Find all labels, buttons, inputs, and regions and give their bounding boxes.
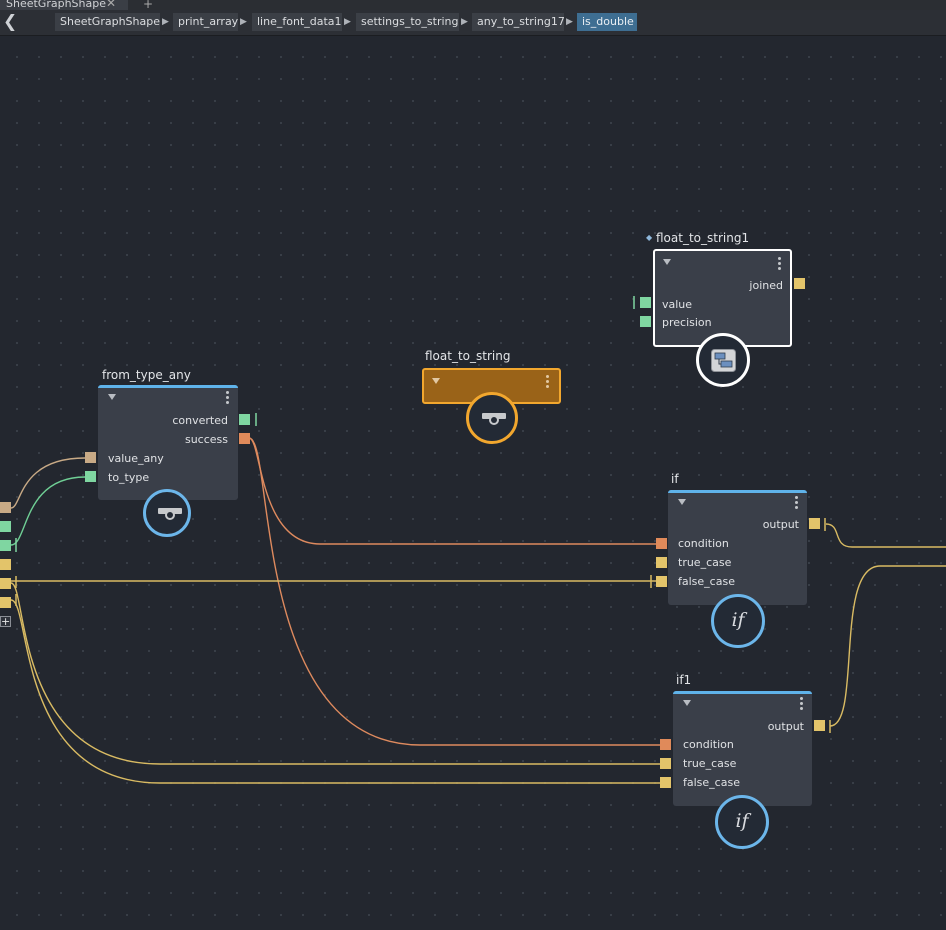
output-label-converted: converted bbox=[172, 414, 228, 427]
output-port-converted[interactable] bbox=[239, 414, 250, 425]
node-title-from-type-any[interactable]: from_type_any bbox=[102, 368, 191, 382]
input-port-true-case[interactable] bbox=[660, 758, 671, 769]
close-icon[interactable]: ✕ bbox=[106, 0, 117, 10]
wire-value-any bbox=[10, 457, 86, 509]
output-label-output: output bbox=[767, 720, 804, 733]
breadcrumb-print-array[interactable]: print_array bbox=[173, 13, 238, 31]
node-if1[interactable]: output condition true_case false_case bbox=[673, 691, 812, 806]
wire-to-type bbox=[10, 476, 86, 546]
wire-to-if1-true-case bbox=[10, 582, 660, 765]
node-icon-circle: if bbox=[715, 795, 769, 849]
input-label-condition: condition bbox=[683, 738, 734, 751]
chevron-right-icon: ▶ bbox=[240, 17, 247, 27]
collapse-triangle-icon[interactable] bbox=[663, 259, 671, 265]
input-port-value[interactable] bbox=[640, 297, 651, 308]
output-label-output: output bbox=[762, 518, 799, 531]
wire-if1-output bbox=[829, 565, 946, 727]
input-label-false-case: false_case bbox=[683, 776, 740, 789]
node-float-to-string1[interactable]: joined value precision bbox=[653, 249, 792, 347]
breadcrumb-settings-to-string[interactable]: settings_to_string bbox=[356, 13, 459, 31]
tab-label: SheetGraphShape bbox=[6, 0, 106, 10]
breadcrumb-any-to-string17[interactable]: any_to_string17 bbox=[472, 13, 565, 31]
add-port-button[interactable]: + bbox=[0, 615, 11, 628]
node-menu-icon[interactable] bbox=[795, 496, 798, 511]
output-label-success: success bbox=[184, 433, 228, 446]
input-port-true-case[interactable] bbox=[656, 557, 667, 568]
collapse-triangle-icon[interactable] bbox=[683, 700, 691, 706]
new-tab-button[interactable]: + bbox=[143, 0, 154, 11]
back-arrow-icon[interactable]: ❮ bbox=[3, 12, 18, 32]
input-port-condition[interactable] bbox=[656, 538, 667, 549]
graph-input-port-type[interactable] bbox=[0, 521, 11, 532]
node-title-if[interactable]: if bbox=[671, 472, 679, 486]
input-port-to-type[interactable] bbox=[85, 471, 96, 482]
diamond-icon: ◆ bbox=[646, 233, 653, 242]
input-label-value: value bbox=[662, 298, 693, 311]
node-menu-icon[interactable] bbox=[778, 257, 781, 272]
converter-icon bbox=[158, 508, 182, 520]
input-label-condition: condition bbox=[678, 537, 729, 550]
output-label-joined: joined bbox=[749, 279, 783, 292]
chevron-right-icon: ▶ bbox=[344, 17, 351, 27]
node-accent-bar bbox=[98, 385, 238, 388]
breadcrumb-line-font-data1[interactable]: line_font_data1 bbox=[252, 13, 342, 31]
input-port-value-any[interactable] bbox=[85, 452, 96, 463]
chevron-right-icon: ▶ bbox=[162, 17, 169, 27]
collapse-triangle-icon[interactable] bbox=[108, 394, 116, 400]
wire-if-output bbox=[825, 523, 946, 548]
if-glyph: if bbox=[731, 609, 745, 631]
input-label-value-any: value_any bbox=[108, 452, 164, 465]
node-menu-icon[interactable] bbox=[800, 697, 803, 712]
graph-input-port-string[interactable] bbox=[0, 597, 11, 608]
input-label-precision: precision bbox=[662, 316, 712, 329]
input-port-false-case[interactable] bbox=[656, 576, 667, 587]
node-from-type-any[interactable]: converted success value_any to_type bbox=[98, 385, 238, 500]
graph-input-port-any[interactable] bbox=[0, 502, 11, 513]
node-accent-bar bbox=[668, 490, 807, 493]
output-port-output[interactable] bbox=[814, 720, 825, 731]
wire-to-if1-false-case bbox=[10, 599, 660, 784]
output-port-output[interactable] bbox=[809, 518, 820, 529]
node-icon-circle bbox=[696, 333, 750, 387]
breadcrumb: ❮ SheetGraphShape ▶ print_array ▶ line_f… bbox=[0, 10, 946, 36]
collapse-triangle-icon[interactable] bbox=[678, 499, 686, 505]
wire-success-to-if-condition bbox=[248, 437, 656, 545]
input-label-true-case: true_case bbox=[678, 556, 732, 569]
output-port-success[interactable] bbox=[239, 433, 250, 444]
node-icon-circle: if bbox=[711, 594, 765, 648]
tab-bar: SheetGraphShape ✕ + bbox=[0, 0, 946, 11]
graph-input-port-type[interactable] bbox=[0, 540, 11, 551]
graph-input-port-string[interactable] bbox=[0, 559, 11, 570]
node-menu-icon[interactable] bbox=[546, 375, 549, 388]
chevron-right-icon: ▶ bbox=[566, 17, 573, 27]
node-title-if1[interactable]: if1 bbox=[676, 673, 692, 687]
graph-input-port-string[interactable] bbox=[0, 578, 11, 589]
input-port-condition[interactable] bbox=[660, 739, 671, 750]
collapse-triangle-icon[interactable] bbox=[432, 378, 440, 384]
input-port-false-case[interactable] bbox=[660, 777, 671, 788]
tab-sheetgraphshape[interactable]: SheetGraphShape ✕ bbox=[0, 0, 128, 10]
input-label-true-case: true_case bbox=[683, 757, 737, 770]
node-accent-bar bbox=[673, 691, 812, 694]
node-menu-icon[interactable] bbox=[226, 391, 229, 406]
breadcrumb-is-double[interactable]: is_double bbox=[577, 13, 637, 31]
node-title-float-to-string[interactable]: float_to_string bbox=[425, 349, 511, 363]
wire-success-to-if1-condition bbox=[248, 437, 660, 746]
node-icon-circle bbox=[466, 392, 518, 444]
function-icon bbox=[711, 349, 736, 372]
input-label-false-case: false_case bbox=[678, 575, 735, 588]
chevron-right-icon: ▶ bbox=[461, 17, 468, 27]
node-title-float-to-string1[interactable]: float_to_string1 bbox=[656, 231, 750, 245]
converter-icon bbox=[482, 413, 506, 425]
input-port-precision[interactable] bbox=[640, 316, 651, 327]
input-label-to-type: to_type bbox=[108, 471, 150, 484]
if-glyph: if bbox=[735, 810, 749, 832]
node-icon-circle bbox=[143, 489, 191, 537]
breadcrumb-sheetgraphshape[interactable]: SheetGraphShape bbox=[55, 13, 160, 31]
output-port-joined[interactable] bbox=[794, 278, 805, 289]
node-if[interactable]: output condition true_case false_case bbox=[668, 490, 807, 605]
